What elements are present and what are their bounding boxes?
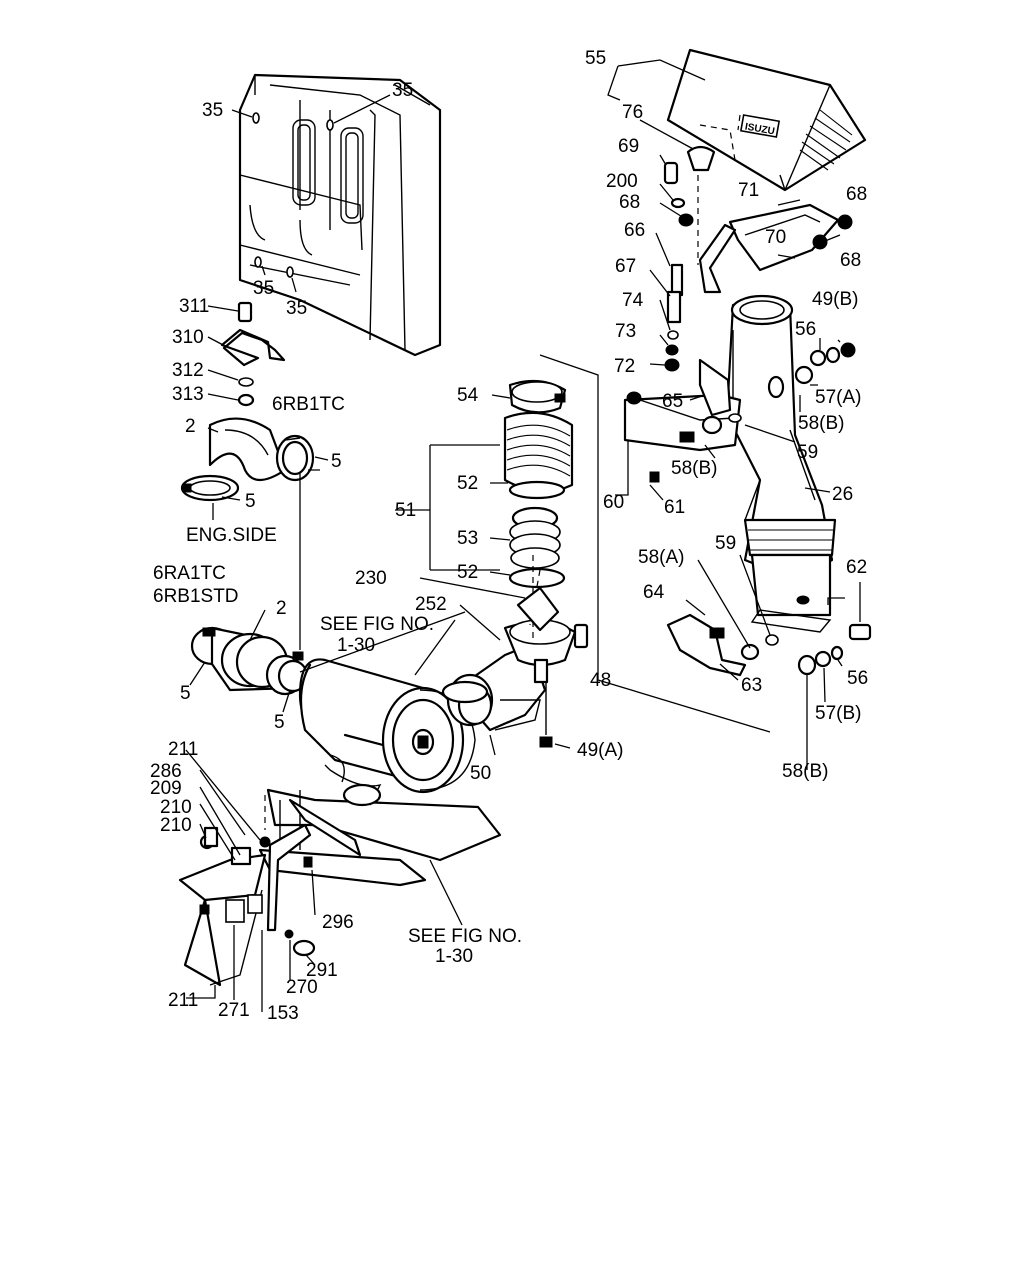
label-313: 313 bbox=[172, 384, 204, 405]
label-50: 50 bbox=[470, 763, 491, 784]
label-70: 70 bbox=[765, 227, 786, 248]
label-53: 53 bbox=[457, 528, 478, 549]
label-58b-1: 58(B) bbox=[798, 413, 844, 434]
label-see-fig-2: SEE FIG NO. bbox=[408, 926, 522, 947]
label-72: 72 bbox=[614, 356, 635, 377]
bracket-310 bbox=[207, 301, 286, 407]
label-52-a: 52 bbox=[457, 473, 478, 494]
label-56-b: 56 bbox=[847, 668, 868, 689]
hardware-right-upper bbox=[767, 338, 856, 412]
label-5-a: 5 bbox=[331, 451, 342, 472]
label-68-c: 68 bbox=[840, 250, 861, 271]
label-6rb1std: 6RB1STD bbox=[153, 586, 239, 607]
label-35-c: 35 bbox=[253, 278, 274, 299]
mounting-bracket bbox=[178, 749, 502, 1012]
label-51: 51 bbox=[395, 500, 416, 521]
label-58b-3: 58(B) bbox=[782, 761, 828, 782]
label-291: 291 bbox=[306, 960, 338, 981]
label-211-b: 211 bbox=[168, 990, 198, 1011]
bracket-63-64 bbox=[666, 554, 779, 681]
label-74: 74 bbox=[622, 290, 644, 311]
label-26: 26 bbox=[832, 484, 853, 505]
part-number-labels: 55 76 69 200 68 71 68 70 68 66 67 74 73 … bbox=[150, 48, 868, 1024]
label-49b: 49(B) bbox=[812, 289, 858, 310]
label-5-d: 5 bbox=[274, 712, 285, 733]
label-271: 271 bbox=[218, 1000, 250, 1021]
label-211-a: 211 bbox=[168, 739, 198, 760]
label-55: 55 bbox=[585, 48, 606, 69]
hose-2-lower bbox=[189, 609, 309, 713]
label-210-a: 210 bbox=[160, 797, 192, 818]
label-312: 312 bbox=[172, 360, 204, 381]
label-73: 73 bbox=[615, 321, 636, 342]
label-5-c: 5 bbox=[180, 683, 191, 704]
label-63: 63 bbox=[741, 675, 762, 696]
label-see-fig-1: SEE FIG NO. bbox=[320, 614, 434, 635]
label-see-fig-2-num: 1-30 bbox=[435, 946, 473, 967]
label-see-fig-1-num: 1-30 bbox=[337, 635, 375, 656]
label-57a: 57(A) bbox=[815, 387, 861, 408]
label-252: 252 bbox=[415, 594, 447, 615]
outlet-pipe bbox=[441, 619, 589, 748]
label-286: 286 bbox=[150, 761, 182, 782]
snorkel-hardware-upper bbox=[649, 145, 853, 372]
snorkel-brand-plate: ISUZU bbox=[744, 121, 775, 137]
label-311: 311 bbox=[179, 296, 209, 317]
elbow-hose-2-upper bbox=[180, 417, 329, 520]
filter-element-stack bbox=[503, 379, 574, 640]
label-59-a: 59 bbox=[797, 442, 818, 463]
label-49a: 49(A) bbox=[577, 740, 623, 761]
label-296: 296 bbox=[322, 912, 354, 933]
label-76: 76 bbox=[622, 102, 643, 123]
label-57b: 57(B) bbox=[815, 703, 861, 724]
label-61: 61 bbox=[664, 497, 685, 518]
label-62: 62 bbox=[846, 557, 867, 578]
label-5-b: 5 bbox=[245, 491, 256, 512]
snorkel-cap bbox=[666, 48, 867, 192]
label-209: 209 bbox=[150, 778, 182, 799]
label-60: 60 bbox=[603, 492, 624, 513]
label-35-b: 35 bbox=[392, 80, 413, 101]
label-2-b: 2 bbox=[276, 598, 287, 619]
bracket-60-65 bbox=[615, 358, 796, 501]
label-2-a: 2 bbox=[185, 416, 196, 437]
label-153: 153 bbox=[267, 1003, 299, 1024]
label-54: 54 bbox=[457, 385, 479, 406]
label-210-b: 210 bbox=[160, 815, 192, 836]
label-35-d: 35 bbox=[286, 298, 307, 319]
label-48: 48 bbox=[590, 670, 611, 691]
label-71: 71 bbox=[738, 180, 759, 201]
air-cleaner-body bbox=[298, 658, 476, 794]
cab-body bbox=[238, 73, 442, 357]
label-59-b: 59 bbox=[715, 533, 736, 554]
label-66: 66 bbox=[624, 220, 645, 241]
label-eng-side: ENG.SIDE bbox=[186, 525, 277, 546]
hardware-right-lower bbox=[797, 582, 872, 770]
label-6ra1tc: 6RA1TC bbox=[153, 563, 226, 584]
label-270: 270 bbox=[286, 977, 318, 998]
label-310: 310 bbox=[172, 327, 204, 348]
label-58a: 58(A) bbox=[638, 547, 684, 568]
label-58b-2: 58(B) bbox=[671, 458, 717, 479]
label-56-a: 56 bbox=[795, 319, 816, 340]
label-230: 230 bbox=[355, 568, 387, 589]
label-67: 67 bbox=[615, 256, 636, 277]
grommets-35 bbox=[231, 94, 391, 293]
label-64: 64 bbox=[643, 582, 665, 603]
label-200: 200 bbox=[606, 171, 638, 192]
label-68-a: 68 bbox=[619, 192, 640, 213]
label-65: 65 bbox=[662, 391, 683, 412]
label-68-b: 68 bbox=[846, 184, 867, 205]
label-6rb1tc: 6RB1TC bbox=[272, 394, 345, 415]
label-52-b: 52 bbox=[457, 562, 478, 583]
label-69: 69 bbox=[618, 136, 639, 157]
label-35-a: 35 bbox=[202, 100, 223, 121]
snorkel-tube-26 bbox=[725, 294, 837, 633]
